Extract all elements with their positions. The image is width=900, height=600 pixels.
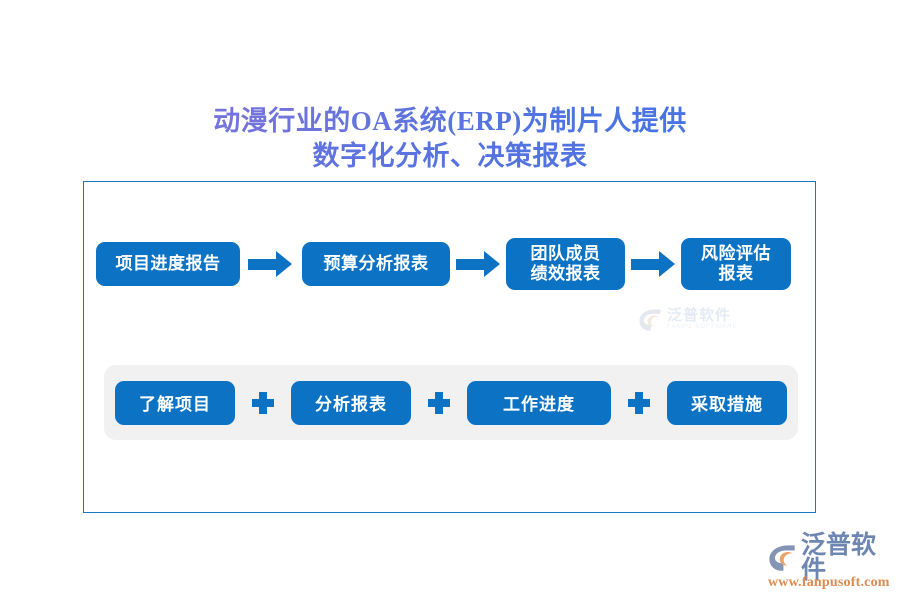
plus-icon — [628, 391, 650, 414]
arrow-right-icon — [631, 251, 675, 277]
actions-row: 了解项目 分析报表 工作进度 采取措施 — [104, 365, 798, 440]
arrow-right-icon — [456, 251, 500, 277]
action-chip-label: 采取措施 — [691, 395, 763, 414]
brand-logo-cn: 泛普软件 — [801, 530, 877, 584]
watermark-en: FANPU SOFTWARE — [667, 323, 738, 330]
arrow-right-icon — [248, 251, 294, 277]
report-flow: 项目进度报告 预算分析报表 团队成员 绩效报表 风险评估 报表 — [96, 236, 803, 292]
page-title-line-2: 数字化分析、决策报表 — [0, 139, 900, 174]
brand-logo: 泛普软件 www.fanpusoft.com — [766, 532, 894, 591]
flow-step-project-progress[interactable]: 项目进度报告 — [96, 242, 240, 286]
plus-icon — [252, 391, 274, 414]
flow-step-label: 风险评估 报表 — [701, 244, 771, 283]
diagram-frame — [83, 181, 816, 513]
flow-step-risk-assessment[interactable]: 风险评估 报表 — [681, 238, 791, 290]
page-title-line-1: 动漫行业的OA系统(ERP)为制片人提供 — [0, 104, 900, 139]
watermark-text: 泛普软件 FANPU SOFTWARE — [667, 308, 738, 332]
action-chip-take-measures[interactable]: 采取措施 — [667, 380, 787, 425]
fanpu-logo-icon — [769, 544, 795, 571]
flow-step-label: 预算分析报表 — [323, 254, 429, 274]
action-chip-work-progress[interactable]: 工作进度 — [467, 380, 611, 425]
action-chip-label: 工作进度 — [503, 395, 575, 414]
watermark-cn: 泛普软件 — [667, 307, 732, 325]
action-chip-analyze-report[interactable]: 分析报表 — [291, 380, 411, 425]
flow-step-team-performance[interactable]: 团队成员 绩效报表 — [506, 238, 625, 290]
page-title: 动漫行业的OA系统(ERP)为制片人提供 数字化分析、决策报表 — [0, 104, 900, 173]
action-chip-label: 了解项目 — [139, 395, 211, 414]
flow-step-budget-analysis[interactable]: 预算分析报表 — [302, 242, 450, 286]
brand-logo-url: www.fanpusoft.com — [768, 575, 890, 590]
action-chip-label: 分析报表 — [315, 395, 387, 414]
brand-logo-top: 泛普软件 — [766, 532, 894, 582]
fanpu-logo-icon — [639, 309, 661, 331]
flow-step-label: 项目进度报告 — [115, 254, 221, 274]
flow-step-label: 团队成员 绩效报表 — [530, 244, 601, 283]
plus-icon — [428, 391, 450, 414]
action-chip-understand-project[interactable]: 了解项目 — [115, 380, 235, 425]
watermark: 泛普软件 FANPU SOFTWARE — [637, 300, 757, 340]
